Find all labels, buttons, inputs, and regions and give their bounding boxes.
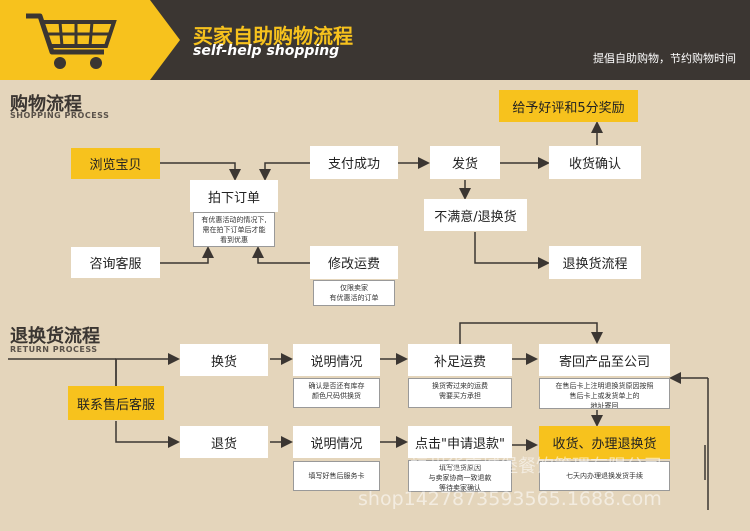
shopping-section-title: 购物流程 [10, 94, 82, 115]
shopping-cart-icon [26, 13, 117, 69]
send-back-note-line: 地址寄回 [590, 402, 619, 409]
explain-exchange-note: 确认是否还有库存 颜色尺码供换货 [293, 378, 380, 408]
contact-aftersales-step: 联系售后客服 [68, 386, 164, 420]
watermark-url: shop1427873593565.1688.com [358, 488, 662, 510]
refund-step: 退货 [180, 426, 268, 458]
request-refund-note-line: 与卖家协商一致退款 [428, 474, 492, 482]
order-note-line: 看到优惠 [220, 236, 248, 244]
unhappy-step: 不满意/退换货 [424, 199, 527, 231]
header-banner: 买家自助购物流程 self-help shopping 提倡自助购物，节约购物时… [0, 0, 750, 80]
receive-process-note: 七天内办理退换发货手续 [539, 461, 670, 491]
consult-step: 咨询客服 [71, 247, 160, 278]
explain-refund-note: 填写好售后服务卡 [293, 461, 380, 491]
request-refund-note: 填写退货原因 与卖家协商一致退款 等待卖家确认 [408, 460, 512, 492]
request-refund-note-line: 等待卖家确认 [439, 484, 481, 492]
receive-process-step: 收货、办理退换货 [539, 426, 670, 459]
modify-freight-note: 仅限卖家 有优惠活的订单 [313, 280, 395, 306]
explain-exchange-step: 说明情况 [293, 344, 380, 376]
page-title: 买家自助购物流程 [193, 24, 353, 48]
order-note-line: 有优惠活动的情况下, [201, 216, 267, 224]
order-note: 有优惠活动的情况下, 需在拍下订单后才能 看到优惠 [193, 212, 275, 247]
return-flow-step: 退换货流程 [549, 246, 641, 279]
reward-step: 给予好评和5分奖励 [499, 90, 638, 122]
modify-freight-step: 修改运费 [310, 246, 398, 279]
modify-note-line: 有优惠活的订单 [329, 294, 379, 302]
pay-step: 支付成功 [310, 146, 398, 179]
confirm-receipt-step: 收货确认 [549, 146, 641, 179]
pay-freight-step: 补足运费 [408, 344, 512, 376]
request-refund-step: 点击"申请退款" [408, 426, 512, 458]
ship-step: 发货 [430, 146, 500, 179]
header-accent-arrow [150, 0, 180, 80]
send-back-note: 在售后卡上注明退换货原因按照 售后卡上或发货单上的 地址寄回 [539, 378, 670, 409]
page-subtitle: self-help shopping [193, 43, 340, 59]
send-back-note-line: 售后卡上或发货单上的 [569, 392, 640, 400]
browse-step: 浏览宝贝 [71, 148, 160, 179]
pay-freight-note-line: 换货寄过来的运费 [432, 382, 488, 390]
watermark-company: 福州华庆城堡餐饮管理有限公司 [410, 456, 662, 477]
return-section-title: 退换货流程 [10, 326, 100, 347]
send-back-step: 寄回产品至公司 [539, 344, 670, 376]
explain-exchange-note-line: 确认是否还有库存 [308, 382, 365, 390]
return-section-subtitle: RETURN PROCESS [10, 345, 98, 354]
pay-freight-note-line: 需要买方承担 [439, 392, 481, 400]
request-refund-note-line: 填写退货原因 [439, 464, 481, 472]
shopping-section-subtitle: SHOPPING PROCESS [10, 111, 110, 120]
explain-refund-step: 说明情况 [293, 426, 380, 458]
explain-exchange-note-line: 颜色尺码供换货 [312, 392, 361, 400]
header-slogan: 提倡自助购物，节约购物时间 [593, 52, 736, 65]
order-note-line: 需在拍下订单后才能 [202, 226, 266, 234]
exchange-step: 换货 [180, 344, 268, 376]
explain-refund-note-line: 填写好售后服务卡 [308, 472, 365, 480]
send-back-note-line: 在售后卡上注明退换货原因按照 [555, 382, 654, 390]
order-step: 拍下订单 [190, 180, 278, 212]
modify-note-line: 仅限卖家 [340, 284, 368, 292]
receive-process-note-line: 七天内办理退换发货手续 [566, 472, 643, 480]
pay-freight-note: 换货寄过来的运费 需要买方承担 [408, 378, 512, 408]
